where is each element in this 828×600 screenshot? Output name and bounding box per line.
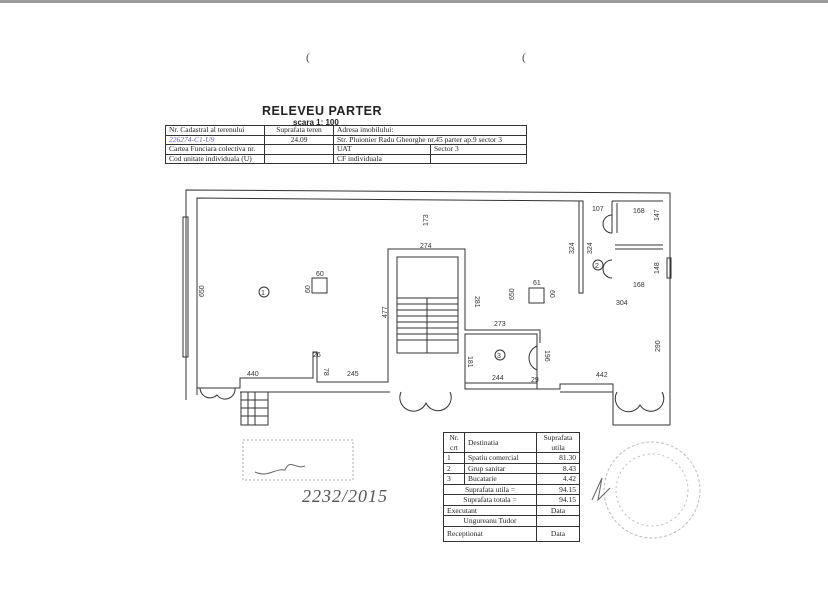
header-destination: Destinatia [464,432,537,453]
dimension-label: 78 [322,368,329,376]
door-swing [614,391,665,413]
dimension-label: 147 [654,209,661,221]
dimension-label: 26 [313,352,321,359]
room-number: 2 [595,263,599,270]
receptionat-label: Receptionat [443,525,537,542]
empty-cell [536,515,580,527]
table-row: 1 Spatiu comercial 81.30 [443,452,580,464]
dimension-label: 60 [305,285,312,293]
dimension-label: 173 [423,214,430,226]
executant-label: Executant [443,504,537,516]
room-3-wall [464,333,538,390]
row-area: 8.43 [536,462,580,474]
stamp-right [591,441,701,539]
bottom-wall-right [537,383,670,426]
door-swing [199,387,236,400]
dimension-label: 245 [347,371,359,378]
dimension-label: 61 [533,280,541,287]
data-label: Data [536,525,580,542]
dimension-label: 168 [633,208,645,215]
dimension-label: 29 [531,377,539,384]
dimension-label: 290 [655,340,662,352]
row-destination: Spatiu comercial [464,452,537,464]
scan-edge [0,0,828,3]
dimension-label: 274 [420,243,432,250]
dimension-label: 273 [494,321,506,328]
dimension-label: 60 [316,271,324,278]
scale-label: scara 1: 100 [293,118,339,127]
table-row: 2 Grup sanitar 8.43 [443,462,580,474]
outer-wall [185,189,671,425]
dimension-label: 60 [548,290,555,298]
partition-wall [578,200,584,294]
left-window [182,216,189,358]
dimension-label: 324 [587,242,594,254]
header-area: Suprafata utila [536,432,580,453]
row-nr: 3 [443,473,465,485]
dimension-label: 477 [382,306,389,318]
dimension-label: 304 [616,300,628,307]
util-area-label: Suprafata utila = [443,483,537,495]
dimension-label: 650 [509,288,516,300]
dimension-label: 107 [592,206,604,213]
stair-treads [397,297,458,353]
handwritten-registration-number: 2232/2015 [302,486,389,506]
room-number: 1 [261,290,265,297]
total-area-value: 94.15 [536,494,580,506]
dimension-label: 196 [543,350,550,362]
right-window [666,257,672,279]
stamp-left [242,439,354,481]
pillar [311,277,328,294]
inner-wall [196,197,581,395]
row-destination: Bucatarie [464,473,537,485]
dimension-label: 181 [466,356,473,368]
header-nr: Nr. crt [443,432,465,453]
cadastral-info-table: Nr. Cadastral al terenului Suprafata ter… [165,125,527,164]
row-nr: 2 [443,462,465,474]
row-area: 81.30 [536,452,580,464]
dimension-label: 244 [492,375,504,382]
door-swing [528,345,538,371]
dimension-label: 281 [473,296,480,308]
dimension-label: 650 [199,285,206,297]
total-area-label: Suprafata totala = [443,494,537,506]
door-swing [399,391,452,412]
data-label: Data [536,504,580,516]
door-swing [602,259,613,279]
pillar [528,287,545,304]
page-title: RELEVEU PARTER [262,104,382,118]
row-nr: 1 [443,452,465,464]
dimension-label: 168 [633,282,645,289]
dimension-label: 440 [247,371,259,378]
executant-name: Ungureanu Tudor [443,515,537,527]
punch-mark: ( [522,50,526,64]
dimension-label: 442 [596,372,608,379]
bottom-wall [196,248,541,395]
room-number: 3 [497,353,501,360]
dimension-label: 148 [654,262,661,274]
empty-cell [430,153,527,164]
row-area: 4.42 [536,473,580,485]
punch-mark: ( [306,50,310,64]
table-row: 3 Bucatarie 4.42 [443,473,580,485]
door-swing [602,214,613,234]
area-table: Nr. crt Destinatia Suprafata utila 1 Spa… [443,432,580,542]
util-area-value: 94.15 [536,483,580,495]
dimension-label: 324 [569,242,576,254]
row-destination: Grup sanitar [464,462,537,474]
